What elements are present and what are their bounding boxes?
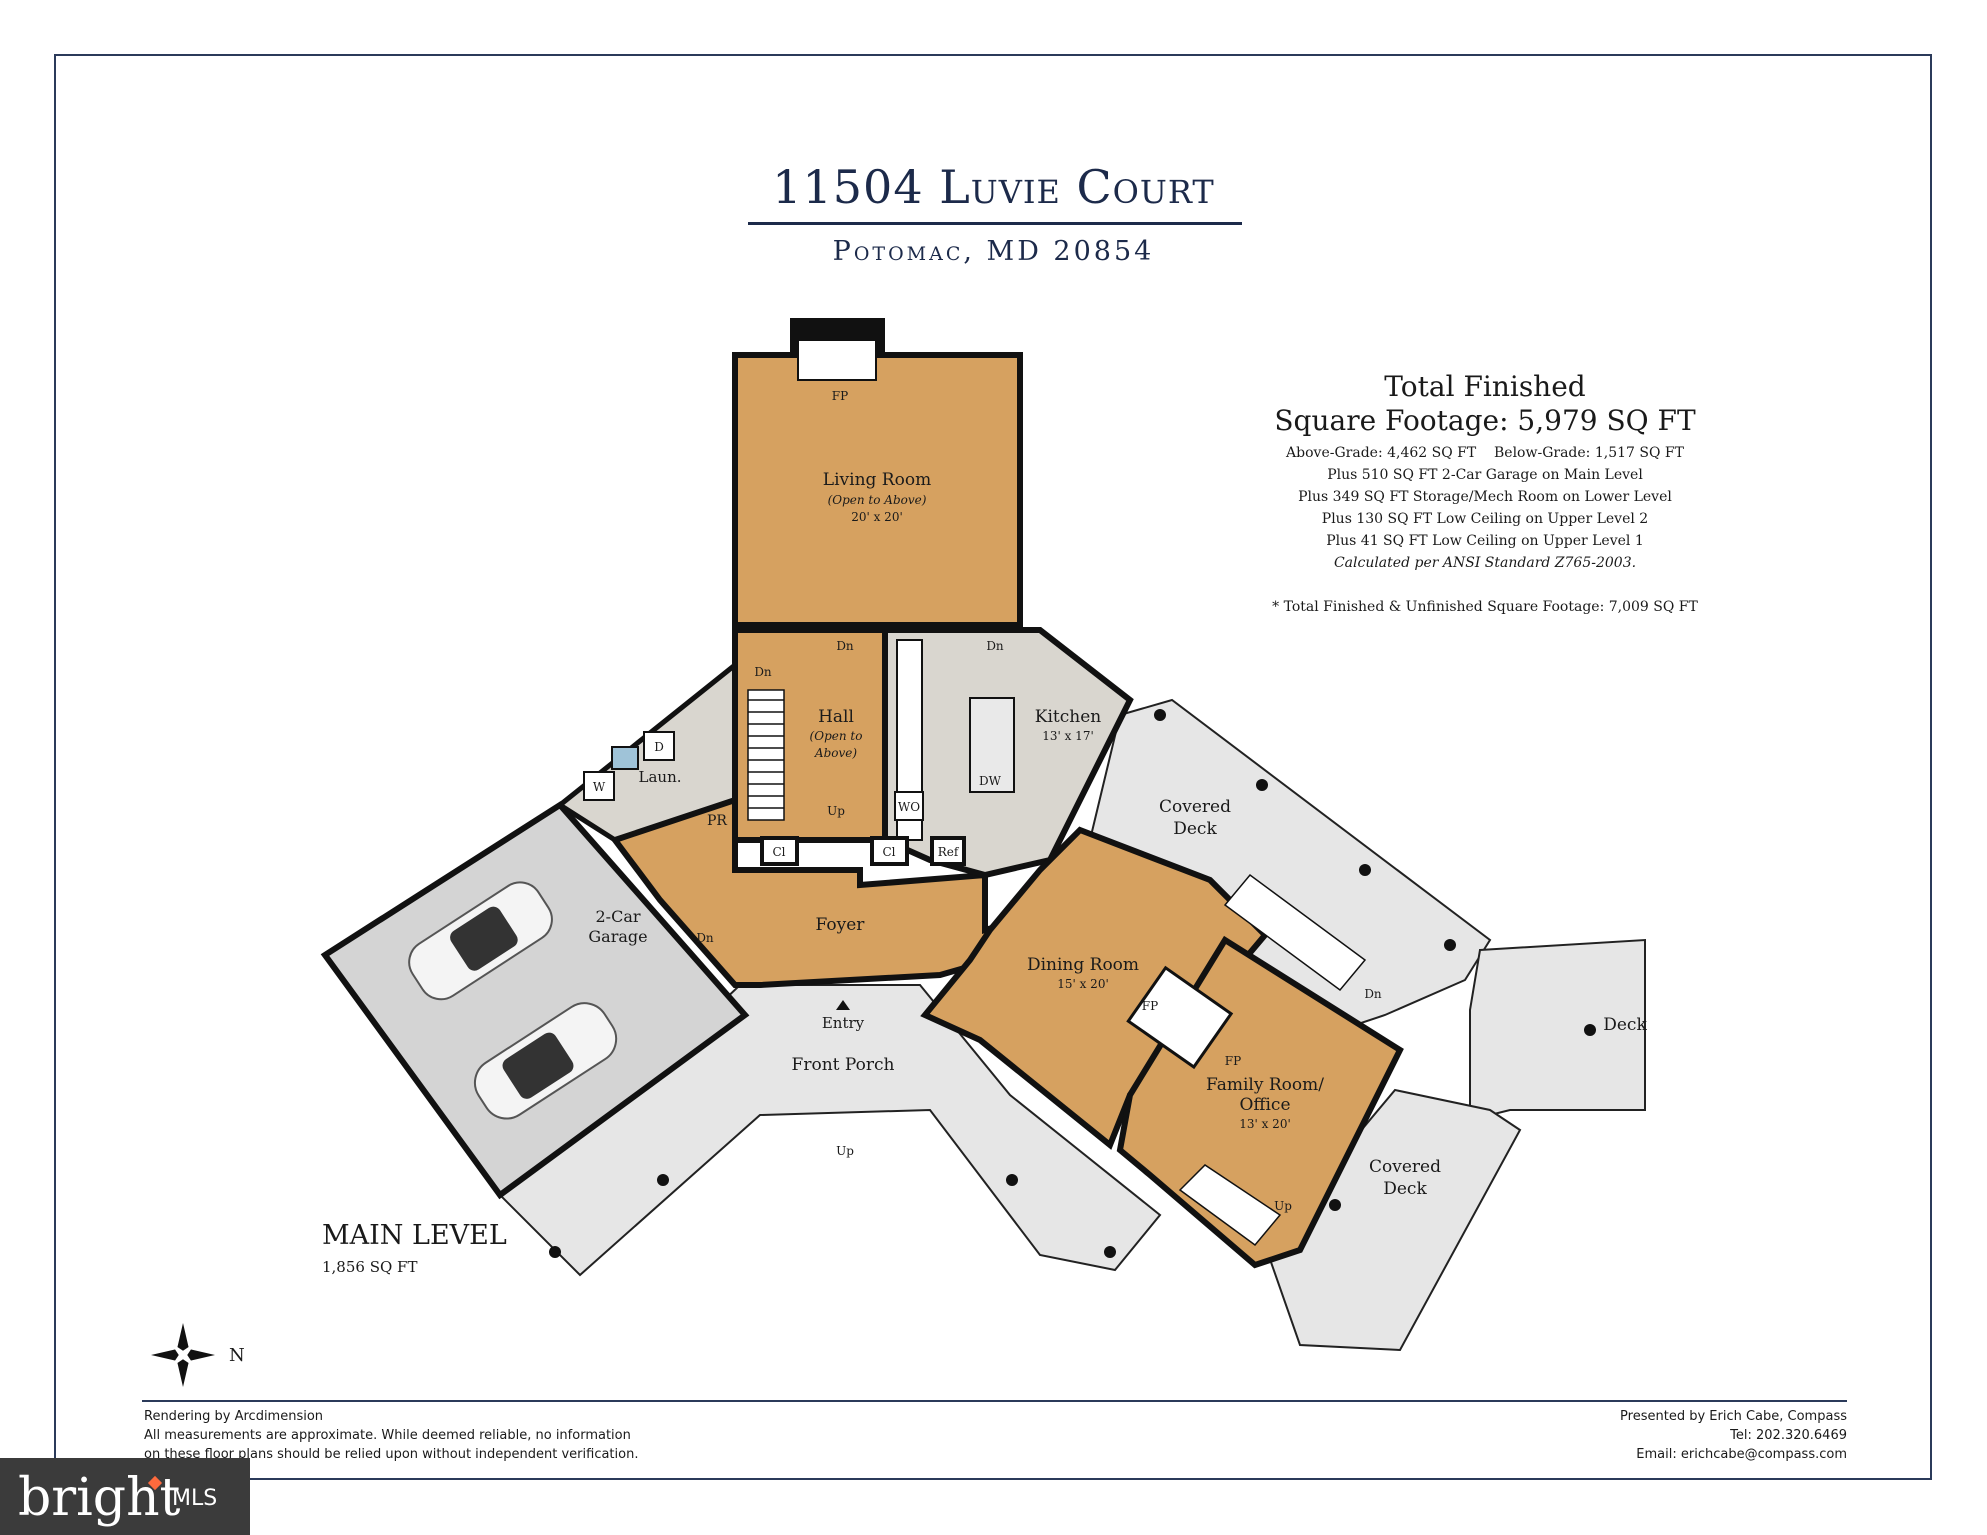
laundry-sink: [611, 746, 639, 770]
wall-oven-label: WO: [898, 800, 920, 814]
address-underline: [748, 222, 1242, 225]
level-area: 1,856 SQ FT: [322, 1258, 418, 1276]
dishwasher-label: DW: [979, 774, 1002, 788]
garage-label-line2: Garage: [588, 927, 647, 946]
covered-deck-top-line2: Deck: [1173, 819, 1217, 839]
footer-credit-line: Rendering by Arcdimension: [144, 1409, 324, 1424]
entry-label: Entry: [822, 1014, 865, 1032]
hall-note-line1: (Open to: [810, 729, 863, 743]
washer: [583, 771, 615, 801]
property-city: Potomac, MD 20854: [832, 236, 1155, 267]
sqft-line: Plus 349 SQ FT Storage/Mech Room on Lowe…: [1298, 489, 1672, 505]
brand-suffix: MLS: [172, 1486, 218, 1511]
footer-credits: Rendering by Arcdimension All measuremen…: [144, 1407, 638, 1464]
stair-down-label: Dn: [986, 639, 1004, 653]
deck-right-floor: [1469, 938, 1646, 1122]
living-room-floor: [732, 352, 1023, 628]
living-room-note: (Open to Above): [828, 493, 927, 507]
front-porch-label: Front Porch: [792, 1055, 895, 1075]
fireplace-label: FP: [1225, 1054, 1241, 1068]
living-room-dims: 20' x 20': [851, 510, 903, 524]
page-frame: [54, 54, 1932, 1480]
sqft-line: Above-Grade: 4,462 SQ FT Below-Grade: 1,…: [1286, 445, 1684, 461]
property-address: 11504 Luvie Court: [772, 160, 1215, 214]
sqft-line: Plus 130 SQ FT Low Ceiling on Upper Leve…: [1321, 511, 1649, 527]
entry-arrow-icon: [836, 1000, 850, 1010]
double-fireplace: [1126, 965, 1234, 1070]
family-room-stairs: [1178, 1164, 1282, 1247]
sqft-line: Plus 510 SQ FT 2-Car Garage on Main Leve…: [1327, 467, 1643, 483]
refrigerator-label: Ref: [938, 845, 960, 859]
car-top: [408, 881, 553, 1001]
agent-phone: Tel: 202.320.6469: [1730, 1428, 1847, 1443]
footer-agent: Presented by Erich Cabe, Compass Tel: 20…: [1620, 1407, 1847, 1464]
kitchen-dims: 13' x 17': [1042, 729, 1094, 743]
hall-label: Hall: [818, 707, 854, 727]
dryer: [643, 731, 675, 761]
family-room-dims: 13' x 20': [1239, 1117, 1291, 1131]
kitchen-label: Kitchen: [1035, 707, 1101, 727]
sqft-heading-line2: Square Footage: 5,979 SQ FT: [1274, 404, 1696, 437]
bright-mls-logo: bright MLS: [0, 1458, 250, 1535]
stair-down-label: Dn: [1364, 987, 1382, 1001]
dryer-label: D: [654, 740, 664, 754]
stair-up-label: Up: [836, 1144, 854, 1158]
fireplace-label: FP: [1142, 999, 1158, 1013]
garage-label-line1: 2-Car: [595, 907, 640, 926]
footer-rule: [142, 1400, 1847, 1402]
dining-room-label: Dining Room: [1027, 955, 1139, 975]
porch-columns: [549, 709, 1596, 1258]
stair-down-label: Dn: [836, 639, 854, 653]
deck-label: Deck: [1603, 1015, 1647, 1035]
stair-down-label: Dn: [696, 931, 714, 945]
kitchen-island: [969, 697, 1015, 793]
level-name: MAIN LEVEL: [322, 1220, 507, 1251]
covered-deck-bottom-line2: Deck: [1383, 1179, 1427, 1199]
garage-floor: [320, 801, 750, 1200]
washer-label: W: [593, 780, 606, 794]
hall-stairs: [747, 689, 785, 821]
closet-right-label: Cl: [882, 845, 895, 859]
closet-left: [760, 836, 799, 866]
family-room-label-line2: Office: [1239, 1095, 1290, 1115]
sqft-line: Calculated per ANSI Standard Z765-2003.: [1333, 555, 1637, 571]
covered-deck-top-line1: Covered: [1159, 797, 1231, 817]
laundry-label: Laun.: [639, 768, 682, 786]
car-bottom: [473, 1002, 618, 1120]
closet-right: [870, 836, 909, 866]
sqft-line: Plus 41 SQ FT Low Ceiling on Upper Level…: [1326, 533, 1644, 549]
fireplace-hearth: [797, 339, 877, 381]
covered-deck-bottom-floor: [1263, 1088, 1522, 1352]
agent-name: Presented by Erich Cabe, Compass: [1620, 1409, 1847, 1424]
footer-disclaimer-line: All measurements are approximate. While …: [144, 1428, 631, 1443]
sqft-heading-line1: Total Finished: [1384, 370, 1586, 403]
footer-disclaimer-line: on these floor plans should be relied up…: [144, 1447, 639, 1462]
dining-room-dims: 15' x 20': [1057, 977, 1109, 991]
stair-down-label: Dn: [754, 665, 772, 679]
stair-up-label: Up: [827, 804, 845, 818]
stair-up-label: Up: [1274, 1199, 1292, 1213]
compass-north-label: N: [229, 1345, 245, 1366]
powder-room-label: PR: [707, 813, 727, 829]
family-room-label-line1: Family Room/: [1206, 1075, 1324, 1095]
wall-oven: [894, 791, 924, 821]
hall-note-line2: Above): [814, 746, 857, 760]
sqft-total-note: * Total Finished & Unfinished Square Foo…: [1272, 599, 1698, 615]
agent-email: Email: erichcabe@compass.com: [1636, 1447, 1847, 1462]
closet-left-label: Cl: [772, 845, 785, 859]
foyer-label: Foyer: [816, 915, 866, 935]
compass-rose-icon: [151, 1323, 215, 1387]
covered-deck-bottom-line1: Covered: [1369, 1157, 1441, 1177]
refrigerator: [930, 836, 966, 866]
living-room-label: Living Room: [823, 470, 931, 490]
fireplace-label: FP: [832, 389, 848, 403]
deck-stairs: [1223, 873, 1367, 992]
